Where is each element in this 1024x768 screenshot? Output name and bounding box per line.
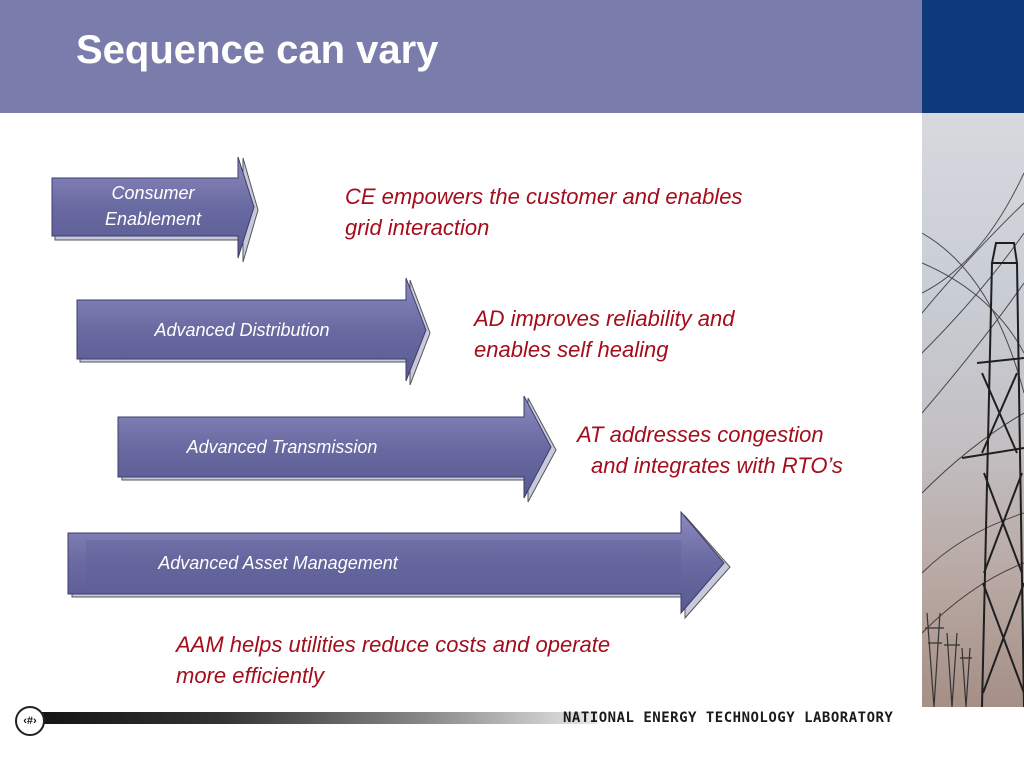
description-line2: more efficiently [176, 660, 610, 691]
description-advanced-distribution: AD improves reliability and enables self… [474, 303, 734, 365]
netl-logo: NATIONAL ENERGY TECHNOLOGY LABORATORY [563, 710, 893, 730]
arrow-label-advanced-transmission: Advanced Transmission [122, 434, 442, 460]
page-number-badge: ‹#› [15, 706, 45, 736]
transmission-towers-photo [922, 113, 1024, 707]
description-line2: and integrates with RTO’s [577, 450, 843, 481]
description-advanced-asset-management: AAM helps utilities reduce costs and ope… [176, 629, 610, 691]
description-line1: CE empowers the customer and enables [345, 181, 742, 212]
description-line1: AT addresses congestion [577, 419, 843, 450]
power-lines-illustration [922, 113, 1024, 707]
arrow-diagram [0, 0, 922, 705]
description-line2: enables self healing [474, 334, 734, 365]
corner-block [922, 0, 1024, 113]
description-consumer-enablement: CE empowers the customer and enables gri… [345, 181, 742, 243]
arrow-label-advanced-asset-management: Advanced Asset Management [98, 550, 458, 576]
arrow-label-line1: Consumer [60, 180, 246, 206]
arrow-label-consumer-enablement: Consumer Enablement [60, 180, 246, 232]
description-line1: AD improves reliability and [474, 303, 734, 334]
description-advanced-transmission: AT addresses congestion and integrates w… [577, 419, 843, 481]
arrow-label-line2: Enablement [60, 206, 246, 232]
description-line1: AAM helps utilities reduce costs and ope… [176, 629, 610, 660]
footer-bar [18, 712, 598, 724]
description-line2: grid interaction [345, 212, 742, 243]
arrow-label-advanced-distribution: Advanced Distribution [82, 317, 402, 343]
